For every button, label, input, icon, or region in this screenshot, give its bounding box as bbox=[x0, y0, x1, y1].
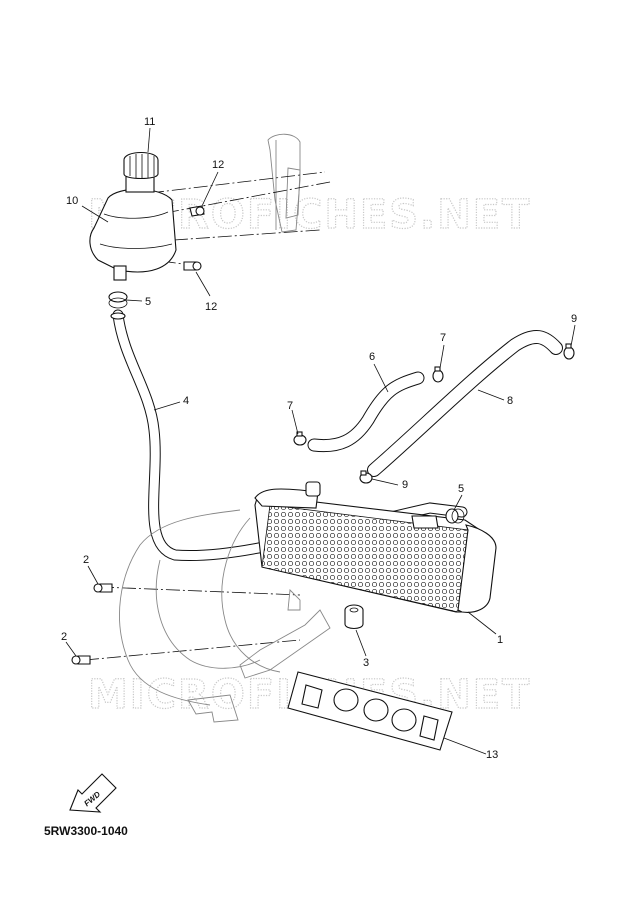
callout-12-upper: 12 bbox=[212, 159, 224, 171]
radiator-guard-13 bbox=[287, 671, 453, 751]
diagram-code: 5RW3300-1040 bbox=[44, 824, 128, 838]
hose-clamp-7-left bbox=[293, 431, 307, 446]
bolt-12-upper bbox=[189, 205, 205, 217]
engine-case-ghost bbox=[119, 509, 331, 723]
alignment-line bbox=[149, 171, 326, 194]
callout-1: 1 bbox=[497, 634, 503, 646]
coolant-hose-6 bbox=[307, 371, 425, 453]
callout-2-lower: 2 bbox=[61, 631, 67, 643]
bolt-12-lower bbox=[183, 261, 202, 271]
callout-5-lower: 5 bbox=[458, 483, 464, 495]
bolt-2-lower bbox=[71, 655, 91, 665]
hose-clamp-5-lower bbox=[445, 508, 465, 524]
callout-13: 13 bbox=[486, 749, 498, 761]
radiator bbox=[254, 481, 497, 613]
callout-8: 8 bbox=[507, 395, 513, 407]
hose-clamp-9-left bbox=[359, 470, 373, 484]
callout-12-lower: 12 bbox=[205, 301, 217, 313]
callout-7-left: 7 bbox=[287, 400, 293, 412]
reservoir-cap bbox=[123, 151, 159, 193]
forward-arrow-icon: FWD bbox=[69, 773, 117, 813]
callout-2-upper: 2 bbox=[83, 554, 89, 566]
hose-clamp-5-upper bbox=[108, 291, 128, 309]
callout-7-right: 7 bbox=[440, 332, 446, 344]
hose-clamp-9-right bbox=[563, 343, 575, 360]
rubber-damper-3 bbox=[344, 604, 364, 630]
hose-clamp-7-right bbox=[432, 366, 444, 383]
alignment-line bbox=[99, 586, 301, 596]
callout-9-left: 9 bbox=[402, 479, 408, 491]
callout-5-upper: 5 bbox=[145, 296, 151, 308]
callout-10: 10 bbox=[66, 195, 78, 207]
leader-lines bbox=[65, 127, 576, 755]
callout-4: 4 bbox=[183, 395, 189, 407]
callout-11: 11 bbox=[144, 116, 155, 128]
callout-6: 6 bbox=[369, 351, 375, 363]
frame-bracket-ghost bbox=[267, 133, 301, 233]
bolt-2-upper bbox=[93, 583, 113, 593]
callout-3: 3 bbox=[363, 657, 369, 669]
alignment-line bbox=[84, 639, 301, 661]
coolant-reservoir-tank bbox=[89, 188, 177, 281]
callout-9-right: 9 bbox=[571, 313, 577, 325]
coolant-hose-8 bbox=[367, 330, 563, 477]
